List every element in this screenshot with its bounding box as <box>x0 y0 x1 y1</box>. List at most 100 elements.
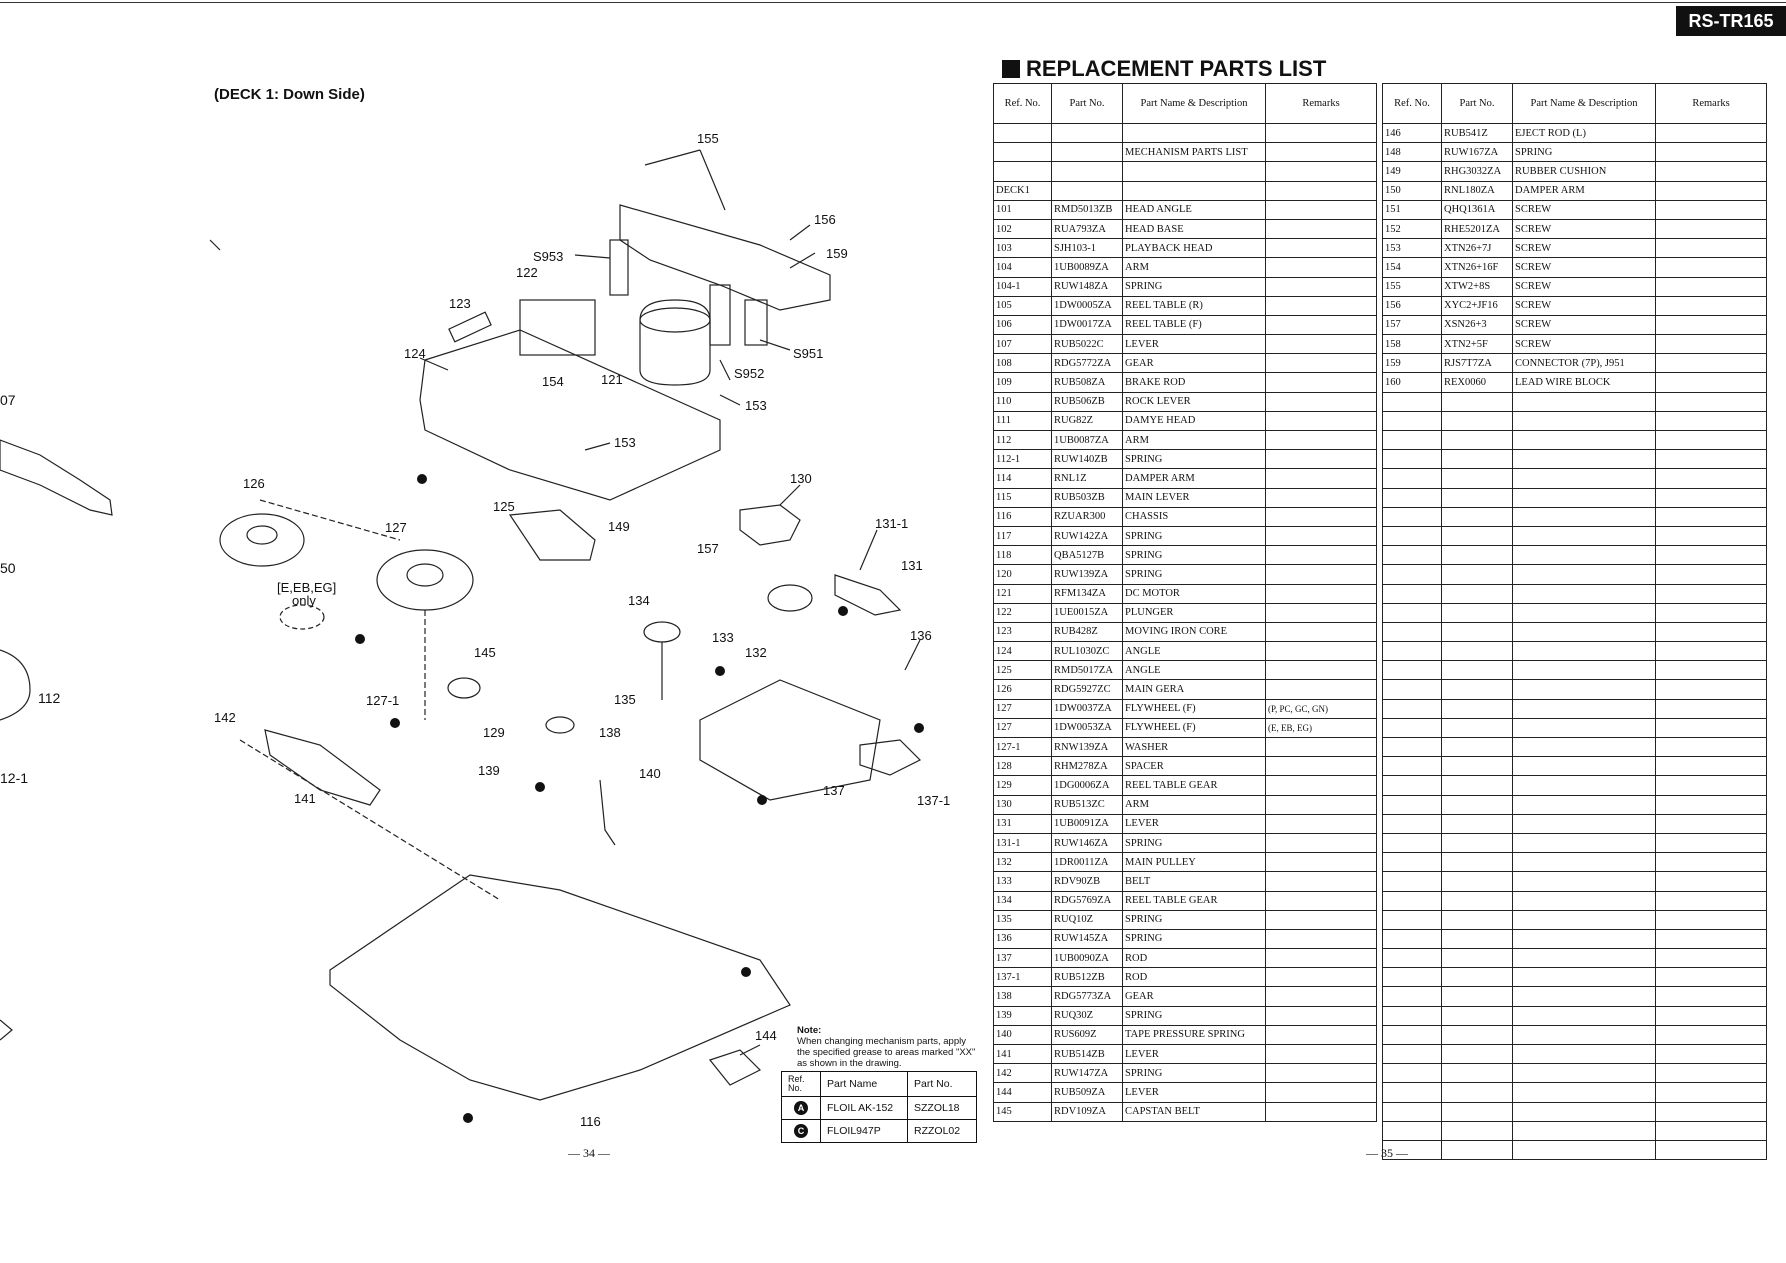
description-cell: DAMYE HEAD <box>1122 410 1266 432</box>
remarks-cell <box>1265 545 1377 566</box>
part-no-cell: RMD5013ZB <box>1051 199 1123 220</box>
title-square-icon <box>1002 60 1020 78</box>
description-cell <box>1512 736 1656 758</box>
ref-no-cell: 127 <box>993 698 1052 719</box>
parts-row <box>1382 1101 1767 1122</box>
description-cell <box>1512 545 1656 566</box>
gear-138 <box>545 716 575 734</box>
part-no-cell: RDG5927ZC <box>1051 679 1123 700</box>
description-cell: SPRING <box>1122 832 1266 854</box>
remarks-cell <box>1655 180 1767 201</box>
remarks-cell <box>1265 871 1377 892</box>
parts-row <box>1382 487 1767 508</box>
ref-no-cell: 104-1 <box>993 276 1052 297</box>
ref-no-cell: 110 <box>993 391 1052 412</box>
remarks-cell <box>1655 353 1767 374</box>
parts-row <box>993 122 1377 144</box>
remarks-cell <box>1265 199 1377 220</box>
lever-131 <box>834 574 902 616</box>
remarks-cell <box>1655 641 1767 662</box>
description-cell <box>1512 410 1656 432</box>
description-cell <box>1512 909 1656 930</box>
ref-no-cell: 149 <box>1382 161 1442 182</box>
callout-139: 139 <box>478 763 500 778</box>
ref-no-cell <box>1382 832 1442 854</box>
remarks-cell <box>1265 736 1377 758</box>
part-no-cell: XTW2+8S <box>1441 276 1513 297</box>
parts-row <box>1382 1063 1767 1084</box>
description-cell <box>1512 871 1656 892</box>
part-no-cell <box>1441 429 1513 451</box>
remarks-cell <box>1655 545 1767 566</box>
ref-no-cell <box>1382 391 1442 412</box>
part-no-cell: QHQ1361A <box>1441 199 1513 220</box>
flywheel-hub <box>406 563 444 587</box>
description-cell: DAMPER ARM <box>1122 468 1266 489</box>
part-no-cell <box>1441 852 1513 873</box>
part-no-cell: RUB514ZB <box>1051 1043 1123 1065</box>
description-cell <box>1512 564 1656 585</box>
part-no-cell <box>1441 698 1513 719</box>
description-cell: ROCK LEVER <box>1122 391 1266 412</box>
ref-no-cell <box>1382 717 1442 739</box>
description-cell: SCREW <box>1512 238 1656 259</box>
remarks-cell <box>1265 1101 1377 1122</box>
parts-row <box>1382 429 1767 451</box>
ref-no-cell <box>1382 698 1442 719</box>
ref-no-cell <box>1382 583 1442 604</box>
description-cell: SPRING <box>1512 142 1656 163</box>
grease-header-ref: Ref. No. <box>781 1071 821 1097</box>
description-cell: ARM <box>1122 257 1266 278</box>
part-no-cell: 1DW0053ZA <box>1051 717 1123 739</box>
part-no-cell: RDG5769ZA <box>1051 890 1123 911</box>
model-badge: RS-TR165 <box>1676 6 1786 36</box>
description-cell <box>1512 775 1656 796</box>
part-no-cell: RUB509ZA <box>1051 1082 1123 1103</box>
part-no-cell: RJS7T7ZA <box>1441 353 1513 374</box>
ref-no-cell <box>1382 852 1442 873</box>
ref-no-cell: DECK1 <box>993 180 1052 201</box>
description-cell: DAMPER ARM <box>1512 180 1656 201</box>
ref-no-cell: 144 <box>993 1082 1052 1103</box>
part-no-cell: XSN26+3 <box>1441 314 1513 336</box>
remarks-cell <box>1265 679 1377 700</box>
remarks-cell <box>1655 986 1767 1007</box>
part-no-cell <box>1051 142 1123 163</box>
remarks-cell <box>1655 621 1767 643</box>
description-cell <box>1512 756 1656 777</box>
description-cell <box>1512 525 1656 547</box>
part-no-cell: 1UB0091ZA <box>1051 813 1123 834</box>
description-cell: SPRING <box>1122 449 1266 470</box>
ref-no-cell: 133 <box>993 871 1052 892</box>
main-gear-126 <box>219 513 305 567</box>
reel-gear-134 <box>643 621 681 643</box>
part-no-cell: 1UE0015ZA <box>1051 602 1123 623</box>
remarks-cell <box>1655 506 1767 527</box>
remarks-cell <box>1655 583 1767 604</box>
part-no-cell <box>1441 410 1513 432</box>
grease-name: FLOIL947P <box>820 1119 908 1143</box>
part-no-cell <box>1441 641 1513 662</box>
parts-row <box>1382 717 1767 739</box>
parts-row <box>1382 890 1767 911</box>
ref-no-cell: 141 <box>993 1043 1052 1065</box>
parts-row <box>1382 410 1767 432</box>
part-no-cell: 1UB0090ZA <box>1051 948 1123 969</box>
remarks-cell <box>1655 909 1767 930</box>
ref-no-cell <box>1382 1082 1442 1103</box>
part-no-cell: RUW140ZB <box>1051 449 1123 470</box>
part-no-cell: RUW145ZA <box>1051 928 1123 950</box>
description-cell: PLAYBACK HEAD <box>1122 238 1266 259</box>
ref-no-cell: 142 <box>993 1063 1052 1084</box>
ref-no-cell <box>1382 660 1442 681</box>
description-cell <box>1512 660 1656 681</box>
